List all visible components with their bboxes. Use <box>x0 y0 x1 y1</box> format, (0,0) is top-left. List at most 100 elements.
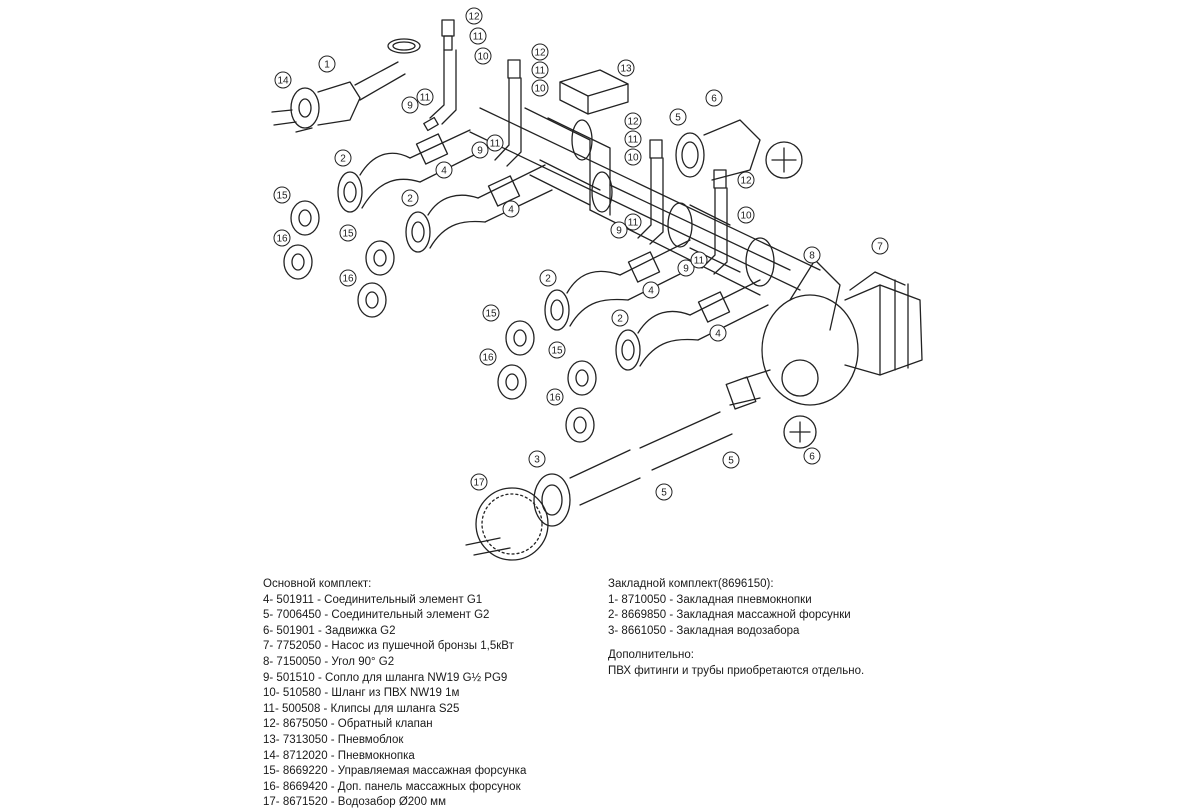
legend-item: 14- 8712020 - Пневмокнопка <box>263 749 415 762</box>
callout-14: 14 <box>274 71 292 89</box>
main-kit-title: Основной комплект: <box>263 578 372 590</box>
legend-item: 15- 8669220 - Управляемая массажная форс… <box>263 765 527 778</box>
extra-note: Дополнительно: ПВХ фитинги и трубы приоб… <box>608 648 864 679</box>
svg-text:12: 12 <box>534 48 546 59</box>
callout-6: 6 <box>803 447 821 465</box>
svg-text:10: 10 <box>627 153 639 164</box>
callout-11: 11 <box>624 130 642 148</box>
svg-text:11: 11 <box>628 135 639 146</box>
callout-11: 11 <box>416 88 434 106</box>
callout-4: 4 <box>642 281 660 299</box>
svg-text:15: 15 <box>551 346 563 357</box>
svg-text:9: 9 <box>616 226 622 237</box>
nozzle-branch-4 <box>615 279 769 371</box>
callouts: 14 1 12 11 10 12 11 10 13 9 11 5 6 12 11… <box>273 7 889 501</box>
callout-11: 11 <box>690 251 708 269</box>
svg-text:16: 16 <box>276 234 288 245</box>
svg-text:5: 5 <box>661 488 667 499</box>
svg-text:4: 4 <box>508 205 514 216</box>
svg-text:11: 11 <box>490 139 501 150</box>
callout-10: 10 <box>737 206 755 224</box>
svg-text:4: 4 <box>441 166 447 177</box>
embed-kit-legend: Закладной комплект(8696150): 1- 8710050 … <box>608 577 851 639</box>
svg-text:10: 10 <box>534 84 546 95</box>
extra-title: Дополнительно: <box>608 649 694 661</box>
callout-15: 15 <box>339 224 357 242</box>
callout-4: 4 <box>709 324 727 342</box>
svg-text:11: 11 <box>694 256 705 267</box>
callout-12: 12 <box>624 112 642 130</box>
nozzle-branch-2 <box>405 164 553 253</box>
gate-valve-top <box>675 119 803 181</box>
nozzle-branch-3 <box>544 239 699 331</box>
svg-text:6: 6 <box>809 452 815 463</box>
legend-item: 1- 8710050 - Закладная пневмокнопки <box>608 593 812 606</box>
svg-text:13: 13 <box>620 64 632 75</box>
legend-item: 9- 501510 - Сопло для шланга NW19 G½ PG9 <box>263 671 508 684</box>
callout-3: 3 <box>528 450 546 468</box>
svg-text:3: 3 <box>534 455 540 466</box>
nozzle-branch-1 <box>337 129 481 213</box>
hose-group-3 <box>637 139 664 245</box>
svg-text:14: 14 <box>277 76 289 87</box>
pump-assembly <box>761 259 923 406</box>
callout-5: 5 <box>669 108 687 126</box>
callout-15: 15 <box>482 304 500 322</box>
legend-item: 6- 501901 - Задвижка G2 <box>263 624 396 637</box>
legend-item: 4- 501911 - Соединительный элемент G1 <box>263 593 483 606</box>
extra-text: ПВХ фитинги и трубы приобретаются отдель… <box>608 664 865 677</box>
svg-text:2: 2 <box>407 194 413 205</box>
callout-7: 7 <box>871 237 889 255</box>
callout-16: 16 <box>339 269 357 287</box>
callout-10: 10 <box>474 47 492 65</box>
svg-text:15: 15 <box>276 191 288 202</box>
callout-16: 16 <box>479 348 497 366</box>
callout-17: 17 <box>470 473 488 491</box>
hose-group-2 <box>494 59 522 167</box>
callout-12: 12 <box>737 171 755 189</box>
svg-text:15: 15 <box>485 309 497 320</box>
main-manifold <box>469 107 821 296</box>
svg-text:7: 7 <box>877 242 883 253</box>
embed-kit-title: Закладной комплект(8696150): <box>608 578 774 590</box>
svg-text:16: 16 <box>549 393 561 404</box>
hose-group-1 <box>423 19 457 132</box>
svg-text:15: 15 <box>342 229 354 240</box>
callout-4: 4 <box>502 200 520 218</box>
svg-text:8: 8 <box>809 251 815 262</box>
svg-text:11: 11 <box>628 218 639 229</box>
callout-11: 11 <box>469 27 487 45</box>
callout-12: 12 <box>531 43 549 61</box>
svg-text:10: 10 <box>477 52 489 63</box>
svg-text:6: 6 <box>711 94 717 105</box>
svg-text:17: 17 <box>473 478 485 489</box>
callout-11: 11 <box>531 61 549 79</box>
legend-item: 10- 510580 - Шланг из ПВХ NW19 1м <box>263 687 460 700</box>
callout-4: 4 <box>435 161 453 179</box>
svg-text:4: 4 <box>648 286 654 297</box>
main-kit-legend: Основной комплект: 4- 501911 - Соедините… <box>263 577 526 811</box>
svg-text:10: 10 <box>740 211 752 222</box>
callout-11: 11 <box>486 134 504 152</box>
exploded-assembly-diagram: 14 1 12 11 10 12 11 10 13 9 11 5 6 12 11… <box>271 7 923 561</box>
callout-5: 5 <box>655 483 673 501</box>
callout-9: 9 <box>610 221 628 239</box>
svg-text:2: 2 <box>340 154 346 165</box>
callout-9: 9 <box>471 141 489 159</box>
callout-1: 1 <box>318 55 336 73</box>
legend-item: 17- 8671520 - Водозабор Ø200 мм <box>263 796 446 809</box>
callout-2: 2 <box>334 149 352 167</box>
legend-item: 12- 8675050 - Обратный клапан <box>263 718 433 731</box>
legend-item: 8- 7150050 - Угол 90° G2 <box>263 655 395 668</box>
intake-grille <box>465 487 549 561</box>
callout-10: 10 <box>531 79 549 97</box>
svg-text:9: 9 <box>683 264 689 275</box>
callout-9: 9 <box>677 259 695 277</box>
svg-text:2: 2 <box>545 274 551 285</box>
legend-item: 7- 7752050 - Насос из пушечной бронзы 1,… <box>263 640 514 653</box>
svg-text:9: 9 <box>477 146 483 157</box>
callout-9: 9 <box>401 96 419 114</box>
svg-text:12: 12 <box>468 12 480 23</box>
